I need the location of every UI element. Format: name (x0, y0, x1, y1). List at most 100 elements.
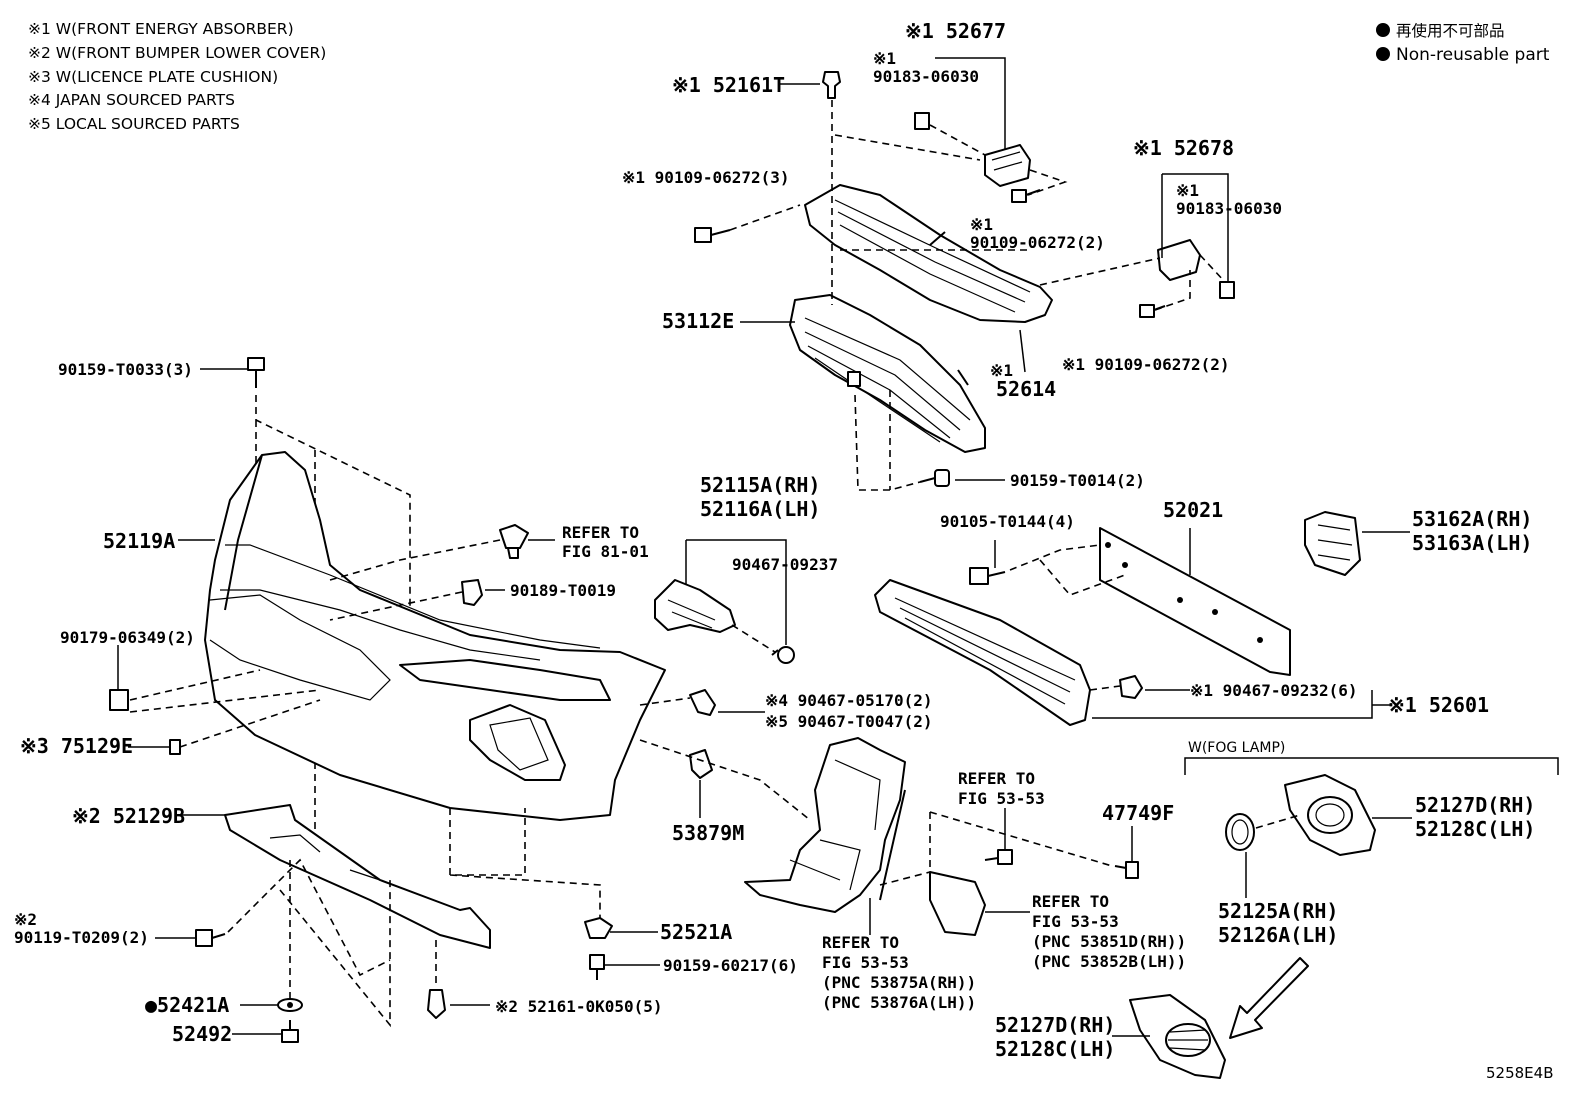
label-52129B: ※2 52129B (72, 804, 185, 828)
label-90109-06272-2-center: 90109-06272(2) (970, 233, 1105, 252)
label-53163A: 53163A(LH) (1412, 531, 1532, 555)
label-52161-0K050: ※2 52161-0K050(5) (495, 997, 663, 1016)
clip-90183-left (914, 112, 930, 130)
retainer-group: 53162A(RH) 53163A(LH) (1304, 507, 1532, 576)
label-90467-T0047: ※5 90467-T0047(2) (765, 712, 933, 731)
leader-lines-upper (200, 57, 1229, 481)
mudguard-plate (929, 871, 986, 936)
refer-53-53-a-line1: REFER TO (958, 769, 1035, 788)
refer-81-01-line1: REFER TO (562, 523, 639, 542)
label-52678: ※1 52678 (1133, 136, 1234, 160)
clip-90183-right (1219, 281, 1235, 299)
labels-mid-left: 52119A REFER TO FIG 81-01 90189-T0019 90… (20, 523, 933, 845)
label-52128C-a: 52128C(LH) (1415, 817, 1535, 841)
label-53162A: 53162A(RH) (1412, 507, 1532, 531)
reinforcement-52021 (1099, 527, 1291, 676)
fog-cover-52127D (1129, 994, 1226, 1079)
label-90179-06349: 90179-06349(2) (60, 628, 195, 647)
svg-text:※1: ※1 (990, 361, 1013, 380)
bracket-52678 (1157, 239, 1201, 281)
label-53879M: 53879M (672, 821, 744, 845)
label-52021: 52021 (1163, 498, 1223, 522)
label-52601: ※1 52601 (1388, 693, 1489, 717)
bracket-52677 (984, 144, 1031, 187)
reinforcement-group: 52021 90105-T0144(4) ※1 90467-09232(6) ※… (874, 498, 1489, 726)
bolt-90105-T0144 (969, 567, 1006, 585)
fender-liner-group: REFER TO FIG 53-53 47749F REFER TO FIG 5… (744, 737, 1186, 1012)
legend-japanese: 再使用不可部品 (1396, 22, 1505, 40)
refer-53-53-b-line3: (PNC 53851D(RH)) (1032, 932, 1186, 951)
note-3: ※3 W(LICENCE PLATE CUSHION) (28, 68, 278, 86)
note-2: ※2 W(FRONT BUMPER LOWER COVER) (28, 44, 326, 62)
label-90105-T0144: 90105-T0144(4) (940, 512, 1075, 531)
refer-53-53-b-line1: REFER TO (1032, 892, 1109, 911)
side-bracket-52115A (654, 579, 736, 633)
clip-90189-T0019 (461, 579, 483, 606)
bolt-90109-center (1011, 189, 1041, 203)
refer-81-01-line2: FIG 81-01 (562, 542, 649, 561)
left-mid-parts (109, 524, 811, 821)
screw-refer-53-53 (984, 849, 1013, 865)
cushion-75129E (169, 739, 181, 755)
label-90119-T0209: 90119-T0209(2) (14, 928, 149, 947)
nut-90179-06349 (109, 689, 129, 711)
note-4: ※4 JAPAN SOURCED PARTS (28, 91, 235, 109)
clip-52161T (822, 71, 841, 99)
non-reusable-dot-icon (1376, 47, 1390, 61)
label-90109-06272-3: ※1 90109-06272(3) (622, 168, 790, 187)
clip-90467-09237 (771, 646, 795, 664)
fog-lamp-group: W(FOG LAMP) 52127D(RH) 52128C(LH) 52125A… (995, 740, 1559, 1079)
screw-47749F (1114, 861, 1139, 879)
direction-arrow-icon (1229, 957, 1309, 1039)
label-47749F: 47749F (1102, 801, 1174, 825)
note-5: ※5 LOCAL SOURCED PARTS (28, 115, 240, 133)
svg-text:※2: ※2 (14, 910, 37, 929)
fog-lamp-52125A (1225, 813, 1255, 851)
label-90189-T0019: 90189-T0019 (510, 581, 616, 600)
clip-90467-05170 (689, 689, 716, 716)
label-52492: 52492 (172, 1022, 232, 1046)
screw-90159-T0014 (919, 469, 950, 487)
label-52128C-b: 52128C(LH) (995, 1037, 1115, 1061)
fender-liner (744, 737, 906, 913)
label-52125A: 52125A(RH) (1218, 899, 1338, 923)
lower-cover-group: ※2 52129B ※2 90119-T0209(2) 52521A 90159… (14, 804, 798, 1046)
svg-text:※1: ※1 (970, 215, 993, 234)
refer-53-53-c-line4: (PNC 53876A(LH)) (822, 993, 976, 1012)
diagram-code: 5258E4B (1486, 1064, 1554, 1082)
clip-52521A (584, 917, 613, 939)
side-bracket-group: 52115A(RH) 52116A(LH) 90467-09237 (654, 473, 838, 664)
label-52126A: 52126A(LH) (1218, 923, 1338, 947)
label-52161T: ※1 52161T (672, 73, 785, 97)
nut-53879M (689, 749, 713, 779)
refer-53-53-b-line4: (PNC 53852B(LH)) (1032, 952, 1186, 971)
washer-52421A (277, 998, 303, 1012)
label-90467-09232: ※1 90467-09232(6) (1190, 681, 1358, 700)
grille-frame-52614 (804, 184, 1053, 323)
screw-90159-60217 (589, 954, 605, 980)
clip-90467-09232 (1119, 675, 1143, 699)
lower-grille-53112E (789, 294, 986, 453)
label-90467-09237: 90467-09237 (732, 555, 838, 574)
labels-upper: ※1 52677 ※1 90183-06030 ※1 52161T ※1 901… (58, 19, 1282, 490)
refer-53-53-c-line3: (PNC 53875A(RH)) (822, 973, 976, 992)
bumper-cover-52119A (204, 357, 666, 920)
svg-text:※1: ※1 (1176, 181, 1199, 200)
screw-90159-T0033 (247, 357, 265, 371)
label-52127D-b: 52127D(RH) (995, 1013, 1115, 1037)
refer-53-53-c-line1: REFER TO (822, 933, 899, 952)
lower-cover-52129B (224, 804, 491, 949)
legend: 再使用不可部品 Non-reusable part (1376, 22, 1550, 65)
refer-53-53-b-line2: FIG 53-53 (1032, 912, 1119, 931)
label-90467-05170: ※4 90467-05170(2) (765, 691, 933, 710)
fog-lamp-group-label: W(FOG LAMP) (1188, 740, 1285, 756)
label-90159-T0033: 90159-T0033(3) (58, 360, 193, 379)
upper-grille-group (694, 71, 1235, 491)
grommet-52492 (281, 1020, 299, 1043)
label-90183-06030-right: 90183-06030 (1176, 199, 1282, 218)
clip-52161-0K050 (427, 989, 446, 1019)
legend-english: Non-reusable part (1396, 45, 1550, 65)
clip-refer-81-01 (499, 524, 529, 559)
bolt-90119-T0209 (195, 929, 226, 947)
label-90109-06272-2-right: ※1 90109-06272(2) (1062, 355, 1230, 374)
